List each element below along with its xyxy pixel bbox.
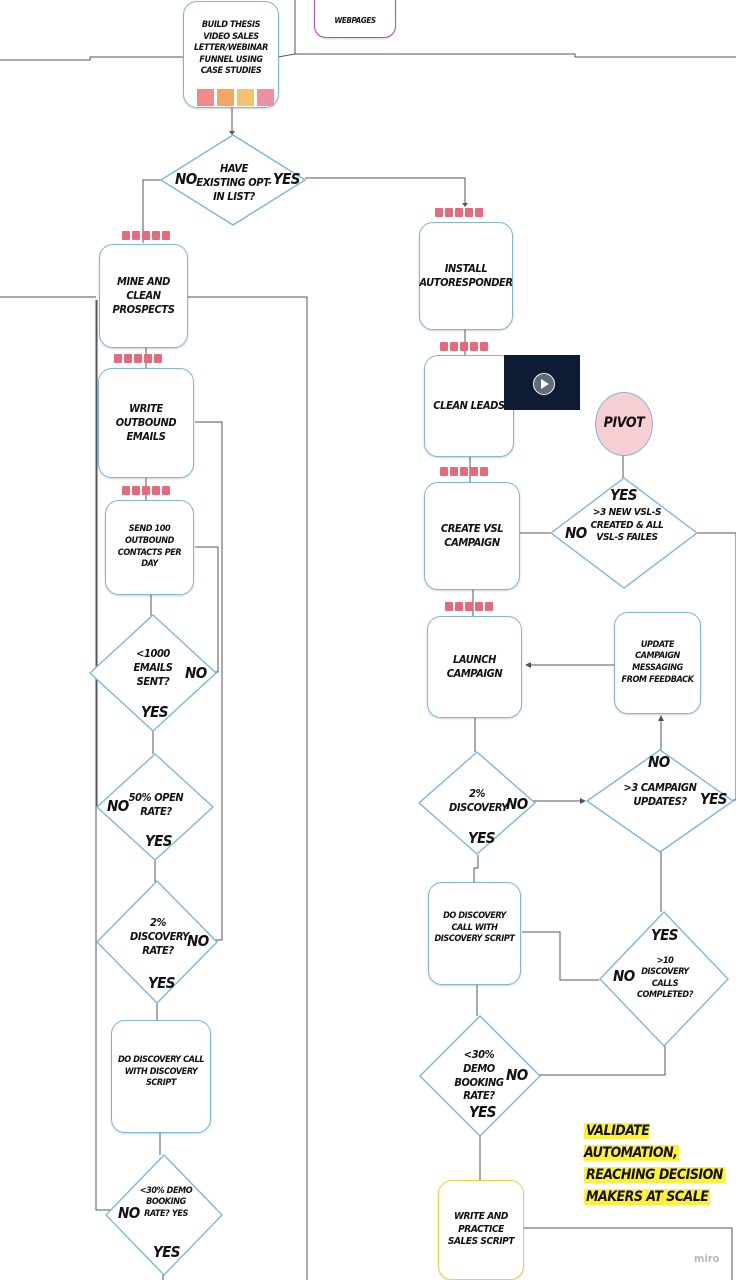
note-line-3: MAKERS AT SCALE (584, 1189, 711, 1205)
note-line-2: REACHING DECISION (584, 1167, 725, 1183)
video-thumbnail[interactable] (504, 355, 580, 410)
send-100-box[interactable]: SEND 100 OUTBOUND CONTACTS PER DAY (105, 500, 194, 595)
play-icon[interactable] (533, 373, 555, 395)
update-messaging-label: UPDATE CAMPAIGN MESSAGING FROM FEEDBACK (621, 639, 694, 685)
discovery-right-label: 2% DISCOVERY (449, 787, 508, 814)
campaign-updates-label: >3 CAMPAIGN UPDATES? (623, 781, 697, 808)
sticky-notes (197, 89, 274, 106)
pivot-node[interactable]: PIVOT (595, 392, 653, 456)
vsl-failed-yes: YES (610, 486, 638, 504)
emails-sent-label: <1000 EMAILS SENT? (133, 647, 173, 688)
tag-row (122, 486, 170, 495)
miro-watermark: miro (694, 1252, 720, 1265)
clean-leads-label: CLEAN LEADS (433, 398, 505, 412)
sticky-note (197, 89, 214, 106)
build-thesis-label: BUILD THESIS VIDEO SALES LETTER/WEBINAR … (194, 20, 268, 77)
vsl-failed-no: NO (565, 524, 587, 542)
create-vsl-label: CREATE VSL CAMPAIGN (440, 521, 504, 549)
discovery-calls-yes: YES (651, 926, 679, 944)
mine-clean-label: MINE AND CLEAN PROSPECTS (112, 274, 175, 317)
discovery-right-no: NO (506, 795, 528, 813)
demo-rate-right-label: <30% DEMO BOOKING RATE? (454, 1048, 504, 1103)
demo-right-yes: YES (469, 1103, 497, 1121)
demo-left-yes: YES (153, 1243, 181, 1261)
do-discovery-right-label: DO DISCOVERY CALL WITH DISCOVERY SCRIPT (434, 911, 515, 945)
create-vsl-box[interactable]: CREATE VSL CAMPAIGN (424, 482, 520, 590)
open-rate-yes: YES (145, 832, 173, 850)
tag-row (435, 208, 483, 217)
have-optin-label: HAVE EXISTING OPT-IN LIST? (196, 162, 272, 203)
discovery-calls-no: NO (613, 967, 635, 985)
open-rate-label: 50% OPEN RATE? (128, 791, 184, 818)
webpages-label: WEBPAGES (334, 15, 376, 25)
optin-no: NO (175, 170, 197, 188)
tag-row (114, 354, 162, 363)
do-discovery-right-box[interactable]: DO DISCOVERY CALL WITH DISCOVERY SCRIPT (428, 882, 521, 985)
install-autoresponder-label: INSTALL AUTORESPONDER (419, 261, 513, 289)
webpages-box[interactable]: WEBPAGES (314, 0, 396, 38)
launch-campaign-label: LAUNCH CAMPAIGN (446, 652, 503, 680)
tag-row (445, 602, 493, 611)
campaign-updates-yes: YES (700, 790, 728, 808)
emails-sent-no: NO (185, 664, 207, 682)
tag-row (440, 467, 488, 476)
vsl-failed-label: >3 NEW VSL-S CREATED & ALL VSL-S FAILES (590, 507, 664, 543)
discovery-calls-label: >10 DISCOVERY CALLS COMPLETED? (637, 956, 693, 1000)
demo-rate-left-label: <30% DEMO BOOKING RATE? YES (139, 1186, 193, 1219)
demo-left-no: NO (118, 1204, 140, 1222)
pivot-label: PIVOT (603, 415, 645, 432)
validate-automation-note: VALIDATE AUTOMATION, REACHING DECISION M… (584, 1120, 736, 1208)
emails-sent-yes: YES (141, 703, 169, 721)
install-autoresponder-box[interactable]: INSTALL AUTORESPONDER (419, 222, 513, 330)
sticky-note (237, 89, 254, 106)
discovery-left-no: NO (187, 932, 209, 950)
write-outbound-label: WRITE OUTBOUND EMAILS (115, 401, 177, 444)
update-messaging-box[interactable]: UPDATE CAMPAIGN MESSAGING FROM FEEDBACK (614, 612, 701, 714)
discovery-rate-left-label: 2% DISCOVERY RATE? (130, 916, 189, 957)
do-discovery-left-label: DO DISCOVERY CALL WITH DISCOVERY SCRIPT (117, 1055, 205, 1089)
demo-right-no: NO (506, 1066, 528, 1084)
sticky-note (257, 89, 274, 106)
write-practice-label: WRITE AND PRACTICE SALES SCRIPT (447, 1210, 515, 1248)
do-discovery-left-box[interactable]: DO DISCOVERY CALL WITH DISCOVERY SCRIPT (111, 1020, 211, 1133)
discovery-left-yes: YES (148, 974, 176, 992)
tag-row (440, 342, 488, 351)
write-outbound-box[interactable]: WRITE OUTBOUND EMAILS (98, 368, 194, 478)
discovery-right-yes: YES (468, 829, 496, 847)
clean-leads-box[interactable]: CLEAN LEADS (424, 355, 514, 457)
mine-clean-box[interactable]: MINE AND CLEAN PROSPECTS (99, 244, 188, 348)
send-100-label: SEND 100 OUTBOUND CONTACTS PER DAY (117, 524, 182, 570)
optin-yes: YES (273, 170, 301, 188)
tag-row (122, 231, 170, 240)
open-rate-no: NO (107, 797, 129, 815)
launch-campaign-box[interactable]: LAUNCH CAMPAIGN (427, 616, 522, 718)
write-practice-box[interactable]: WRITE AND PRACTICE SALES SCRIPT (438, 1180, 524, 1280)
sticky-note (217, 89, 234, 106)
note-line-1: VALIDATE AUTOMATION, (584, 1123, 680, 1161)
campaign-updates-no: NO (648, 753, 670, 771)
